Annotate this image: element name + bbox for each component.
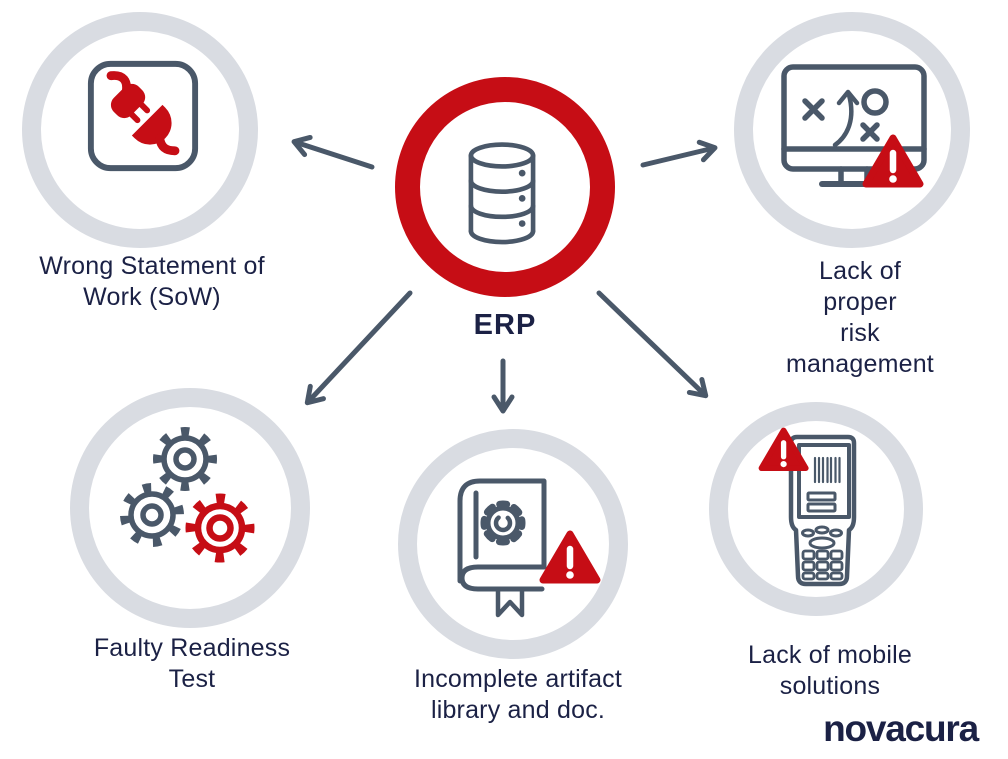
warning-triangle-icon bbox=[539, 530, 600, 584]
erp-label: ERP bbox=[473, 309, 537, 341]
node-faulty-readiness bbox=[70, 388, 310, 628]
connector-arrow-bottom-left bbox=[304, 290, 413, 406]
connector-arrow-top-left bbox=[291, 134, 375, 170]
faulty-readiness-label: Faulty Readiness Test bbox=[93, 634, 291, 693]
node-mobile-solutions bbox=[709, 402, 923, 616]
database-icon bbox=[468, 142, 536, 245]
node-risk-management bbox=[734, 12, 970, 248]
connector-arrow-bottom-right bbox=[596, 290, 709, 399]
disconnected-plug-icon bbox=[87, 60, 199, 172]
warning-triangle-icon bbox=[862, 134, 924, 187]
novacura-logo: novacura bbox=[823, 708, 979, 749]
node-wrong-sow bbox=[22, 12, 258, 248]
connector-arrow-top-right bbox=[640, 139, 718, 168]
warning-triangle-icon bbox=[758, 427, 809, 472]
gears-icon bbox=[120, 427, 255, 563]
handheld-scanner-icon bbox=[758, 427, 857, 587]
node-erp bbox=[395, 77, 615, 297]
mobile-solutions-label: Lack of mobile solutions bbox=[748, 641, 912, 700]
artifact-library-label: Incomplete artifact library and doc. bbox=[413, 665, 623, 724]
book-gear-icon bbox=[457, 478, 600, 618]
risk-management-label: Lack of proper risk management bbox=[786, 257, 934, 378]
wrong-sow-label: Wrong Statement of Work (SoW) bbox=[39, 252, 265, 311]
node-artifact-library bbox=[398, 429, 628, 659]
strategy-monitor-icon bbox=[781, 63, 927, 187]
